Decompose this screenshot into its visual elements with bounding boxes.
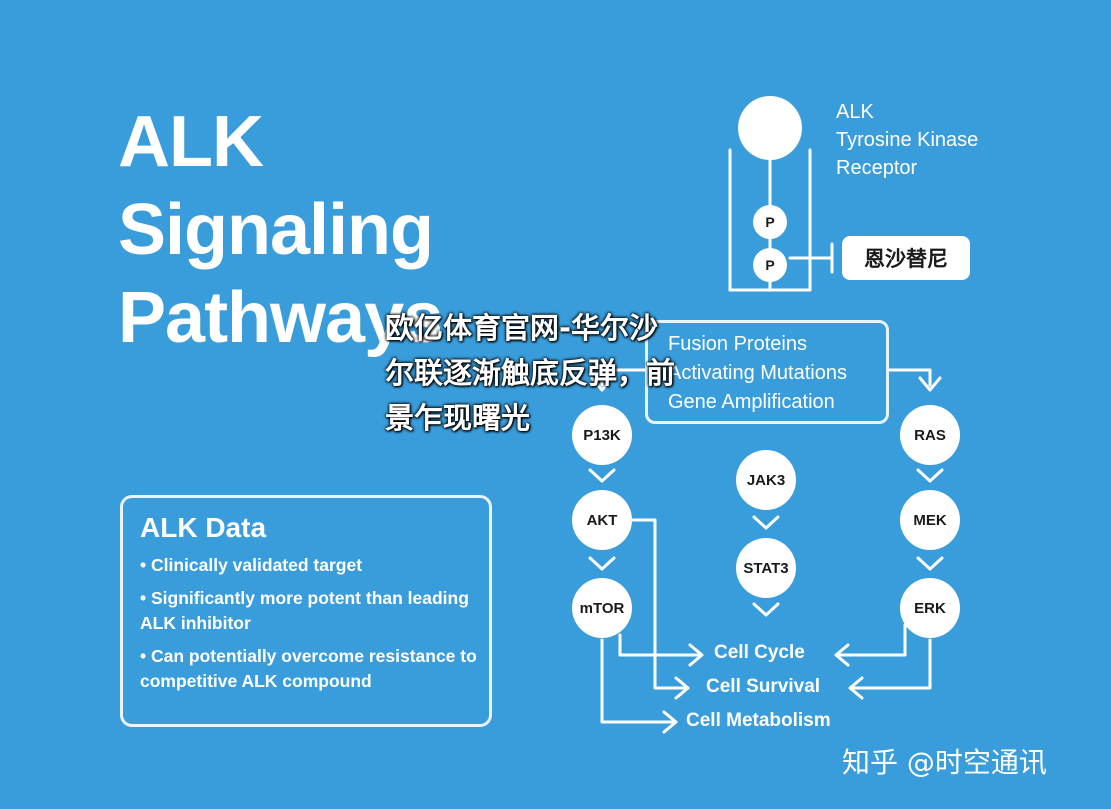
chevron-jak3-stat3 [752, 515, 780, 530]
fusion-line-2: Activating Mutations [668, 362, 847, 384]
node-akt: AKT [572, 490, 632, 550]
mtor-to-cycle-arrow [688, 643, 704, 667]
outcome-cell-survival: Cell Survival [706, 676, 821, 697]
alk-bullet-2: • Significantly more potent than leading… [140, 588, 469, 633]
node-erk: ERK [900, 578, 960, 638]
node-mtor: mTOR [572, 578, 632, 638]
node-mek: MEK [900, 490, 960, 550]
chevron-pi3k-akt [588, 468, 616, 483]
overlay-line-3: 景乍现曙光 [385, 401, 531, 435]
diagram-title: ALK Signaling Pathways [118, 98, 443, 362]
node-jak3: JAK3 [736, 450, 796, 510]
chevron-stat3-out [752, 602, 780, 617]
mtor-to-cycle [618, 633, 702, 657]
akt-to-survival-arrow [674, 676, 690, 700]
erk-to-cycle [836, 623, 907, 657]
title-line-2: Signaling [118, 190, 434, 270]
overlay-line-1: 欧亿体育官网-华尔沙 [385, 311, 659, 345]
node-ras: RAS [900, 405, 960, 465]
node-stat3: STAT3 [736, 538, 796, 598]
fusion-text: Fusion Proteins Activating Mutations Gen… [668, 330, 847, 417]
phosphate-1: P [753, 205, 787, 239]
alk-bullet-3: • Can potentially overcome resistance to… [140, 646, 477, 691]
receptor-label-line-2: Tyrosine Kinase [836, 129, 979, 151]
erk-to-cycle-arrow [834, 643, 850, 667]
alk-data-box [120, 495, 492, 727]
chevron-akt-mtor [588, 556, 616, 571]
mtor-to-metabolism [600, 638, 674, 724]
outcome-cell-cycle: Cell Cycle [714, 642, 805, 663]
receptor-label-line-1: ALK [836, 101, 874, 123]
title-line-1: ALK [118, 102, 264, 182]
akt-to-survival [630, 518, 687, 690]
watermark: 知乎 @时空通讯 [842, 746, 1047, 779]
chevron-mek-erk [916, 556, 944, 571]
receptor-head [738, 96, 802, 160]
fusion-to-pi3k-arrow [590, 376, 614, 392]
outcome-cell-metabolism: Cell Metabolism [686, 710, 831, 731]
title-line-3: Pathways [118, 278, 443, 358]
erk-to-survival [850, 638, 932, 690]
chevron-ras-mek [916, 468, 944, 483]
drug-label: 恩沙替尼 [842, 236, 970, 280]
fusion-to-pi3k [600, 368, 647, 387]
overlay-line-2: 尔联逐渐触底反弹，前 [385, 356, 676, 390]
fusion-to-ras-arrow [918, 376, 942, 392]
fusion-to-ras [887, 368, 932, 387]
phosphate-2: P [753, 248, 787, 282]
receptor-label: ALK Tyrosine Kinase Receptor [836, 98, 978, 182]
alk-data-heading: ALK Data [140, 512, 267, 543]
fusion-line-3: Gene Amplification [668, 391, 835, 413]
alk-bullet-1: • Clinically validated target [140, 555, 363, 575]
node-pi3k: P13K [572, 405, 632, 465]
erk-to-survival-arrow [848, 676, 864, 700]
fusion-line-1: Fusion Proteins [668, 333, 807, 355]
mtor-to-metabolism-arrow [662, 710, 678, 734]
overlay-caption: 欧亿体育官网-华尔沙 尔联逐渐触底反弹，前 景乍现曙光 [385, 306, 675, 441]
fusion-box [645, 320, 889, 424]
alk-data-bullets: • Clinically validated target • Signific… [140, 553, 485, 702]
receptor-label-line-3: Receptor [836, 157, 918, 179]
